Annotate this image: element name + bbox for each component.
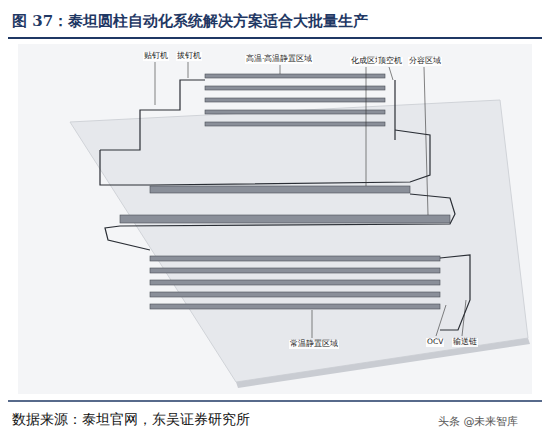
panel-ground xyxy=(18,44,532,394)
part-name: 拔钉机 xyxy=(176,52,202,61)
title-rule xyxy=(8,37,542,39)
rack-rows xyxy=(120,74,450,309)
part-name: 顶空机 xyxy=(377,57,403,66)
part-name: 贴钉机 xyxy=(143,52,169,61)
watermark: 头条 @未来智库 xyxy=(438,416,519,429)
source-rule xyxy=(8,400,542,402)
source-note: 数据来源：泰坦官网，东吴证券研究所 xyxy=(12,411,250,427)
part-name: 输送链 xyxy=(452,338,478,347)
leader-lines xyxy=(155,62,466,338)
conveyor-lines xyxy=(100,80,470,330)
part-name: OCV xyxy=(426,338,444,347)
zone-name: 常温静置区域 xyxy=(289,340,339,349)
zone-name: 分容区域 xyxy=(408,57,442,66)
figure-title: 图 37：泰坦圆柱自动化系统解决方案适合大批量生产 xyxy=(12,13,368,30)
platform-edge xyxy=(236,338,530,388)
floor-platform xyxy=(70,100,528,382)
zone-name: 高温·高温静置区域 xyxy=(245,55,313,64)
